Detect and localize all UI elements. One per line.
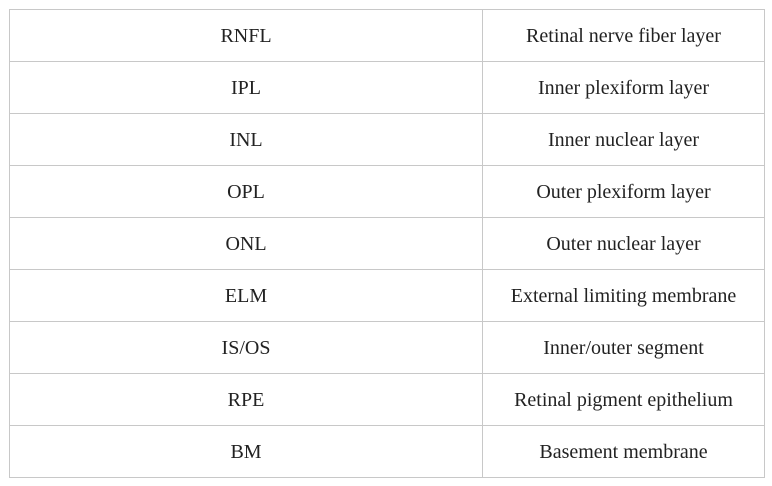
abbreviation-table: RNFL Retinal nerve fiber layer IPL Inner… — [9, 9, 765, 478]
table-row: ELM External limiting membrane — [9, 269, 765, 322]
abbreviation-cell: RPE — [9, 373, 483, 426]
abbreviation-cell: INL — [9, 113, 483, 166]
table-row: RPE Retinal pigment epithelium — [9, 373, 765, 426]
description-cell: External limiting membrane — [482, 269, 765, 322]
description-cell: Inner plexiform layer — [482, 61, 765, 114]
table-row: BM Basement membrane — [9, 425, 765, 478]
description-cell: Retinal nerve fiber layer — [482, 9, 765, 62]
description-cell: Inner nuclear layer — [482, 113, 765, 166]
description-cell: Inner/outer segment — [482, 321, 765, 374]
table-row: RNFL Retinal nerve fiber layer — [9, 9, 765, 62]
description-cell: Retinal pigment epithelium — [482, 373, 765, 426]
table-row: OPL Outer plexiform layer — [9, 165, 765, 218]
abbreviation-cell: BM — [9, 425, 483, 478]
description-cell: Outer nuclear layer — [482, 217, 765, 270]
abbreviation-cell: IPL — [9, 61, 483, 114]
abbreviation-cell: IS/OS — [9, 321, 483, 374]
abbreviation-cell: ONL — [9, 217, 483, 270]
abbreviation-cell: RNFL — [9, 9, 483, 62]
table-row: IS/OS Inner/outer segment — [9, 321, 765, 374]
table-row: INL Inner nuclear layer — [9, 113, 765, 166]
abbreviation-cell: OPL — [9, 165, 483, 218]
description-cell: Outer plexiform layer — [482, 165, 765, 218]
table-row: IPL Inner plexiform layer — [9, 61, 765, 114]
description-cell: Basement membrane — [482, 425, 765, 478]
abbreviation-cell: ELM — [9, 269, 483, 322]
table-row: ONL Outer nuclear layer — [9, 217, 765, 270]
